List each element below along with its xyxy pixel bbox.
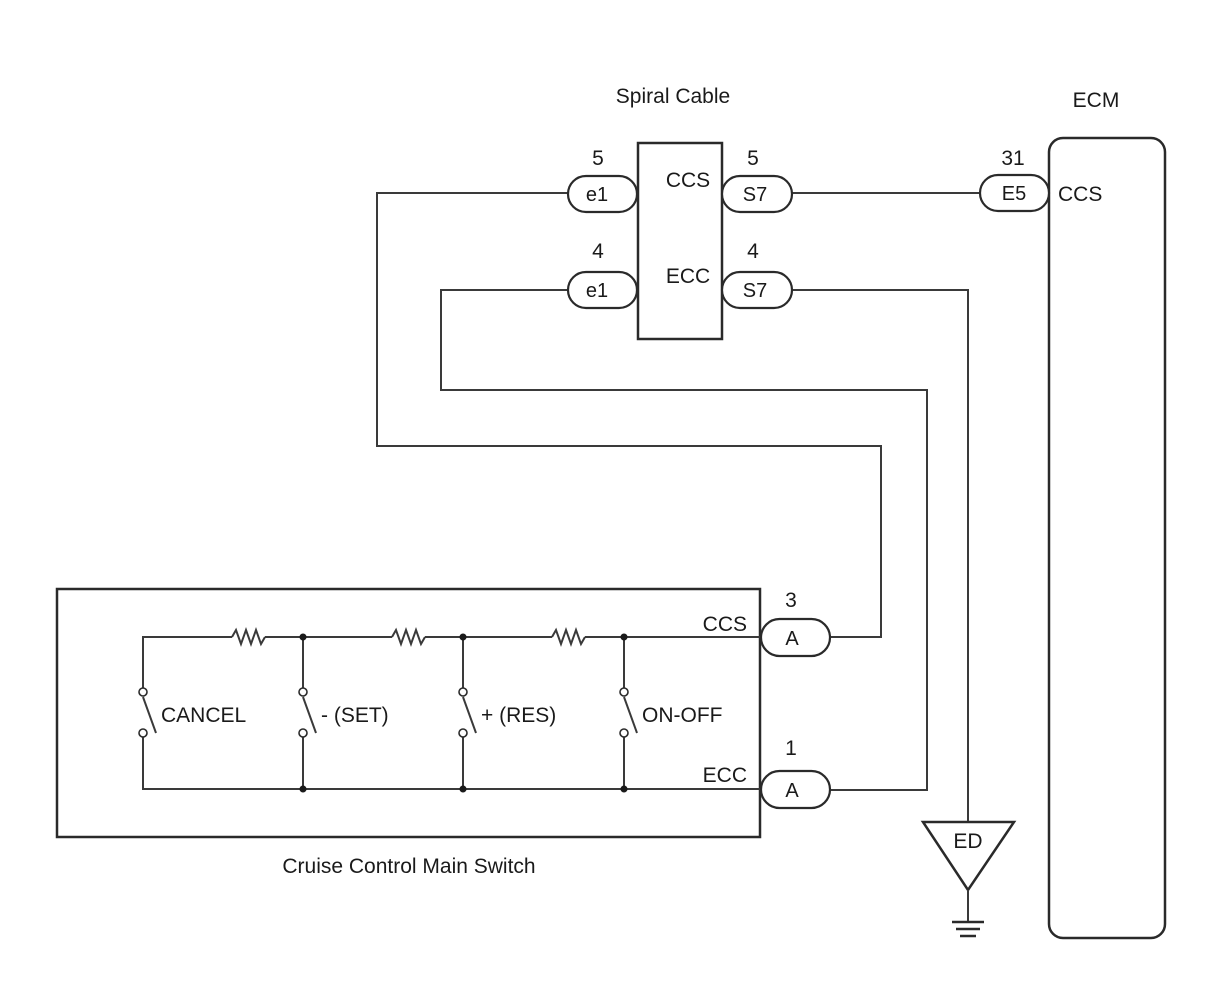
resistor-1 [231, 627, 266, 647]
switch-on-off-label: ON-OFF [642, 704, 722, 727]
junction-dot [299, 785, 307, 793]
ecc-wire-ground [792, 289, 969, 822]
resistor-3 [551, 627, 586, 647]
connector-e1-bottom-label: e1 [586, 280, 608, 302]
ecm-ccs-terminal: CCS [1058, 183, 1102, 206]
ecm-box [1047, 136, 1167, 940]
switch-res-label: + (RES) [481, 704, 556, 727]
connector-a-ccs-label: A [785, 628, 799, 650]
connector-e1-top-label: e1 [586, 184, 608, 206]
ecm-title: ECM [1073, 89, 1120, 112]
switch-set-label: - (SET) [321, 704, 389, 727]
ground-ed-label: ED [953, 830, 982, 853]
junction-dot [299, 633, 307, 641]
connector-e5 [978, 173, 1051, 213]
ground-ed-symbol [920, 820, 1017, 893]
junction-dot [459, 633, 467, 641]
connector-a-ccs [759, 617, 832, 658]
switch-on-off: ON-OFF [619, 687, 722, 738]
pin-a-ccs: 3 [785, 589, 797, 612]
ccs-wire-switch [376, 192, 882, 638]
connector-s7-bottom [720, 270, 794, 310]
connector-e1-bottom [566, 270, 639, 310]
pin-s7-bottom: 4 [747, 240, 759, 263]
spiral-ccs-label: CCS [666, 169, 710, 192]
switch-cancel: CANCEL [138, 687, 246, 738]
connector-s7-top-label: S7 [743, 184, 767, 206]
switch-res: + (RES) [458, 687, 556, 738]
cruise-switch-box [55, 587, 762, 839]
junction-dot [459, 785, 467, 793]
connector-e5-label: E5 [1002, 183, 1026, 205]
pin-s7-top: 5 [747, 147, 759, 170]
connector-e1-top [566, 174, 639, 214]
connector-s7-bottom-label: S7 [743, 280, 767, 302]
switch-cancel-label: CANCEL [161, 704, 246, 727]
ecc-wire-switch [440, 289, 928, 791]
spiral-cable-title: Spiral Cable [616, 85, 730, 108]
junction-dot [620, 785, 628, 793]
switch-ecc-label: ECC [703, 764, 747, 787]
pin-e1-top: 5 [592, 147, 604, 170]
top-bus-left [142, 636, 232, 690]
pin-e5: 31 [1001, 147, 1024, 170]
connector-a-ecc-label: A [785, 780, 799, 802]
resistor-2 [391, 627, 426, 647]
switch-ccs-label: CCS [703, 613, 747, 636]
spiral-cable-box [636, 141, 724, 341]
connector-s7-top [720, 174, 794, 214]
junction-dot [620, 633, 628, 641]
connector-a-ecc [759, 769, 832, 810]
bottom-bus [142, 737, 761, 790]
pin-a-ecc: 1 [785, 737, 797, 760]
cruise-switch-title: Cruise Control Main Switch [282, 855, 535, 878]
spiral-ecc-label: ECC [666, 265, 710, 288]
switch-set: - (SET) [298, 687, 389, 738]
pin-e1-bottom: 4 [592, 240, 604, 263]
